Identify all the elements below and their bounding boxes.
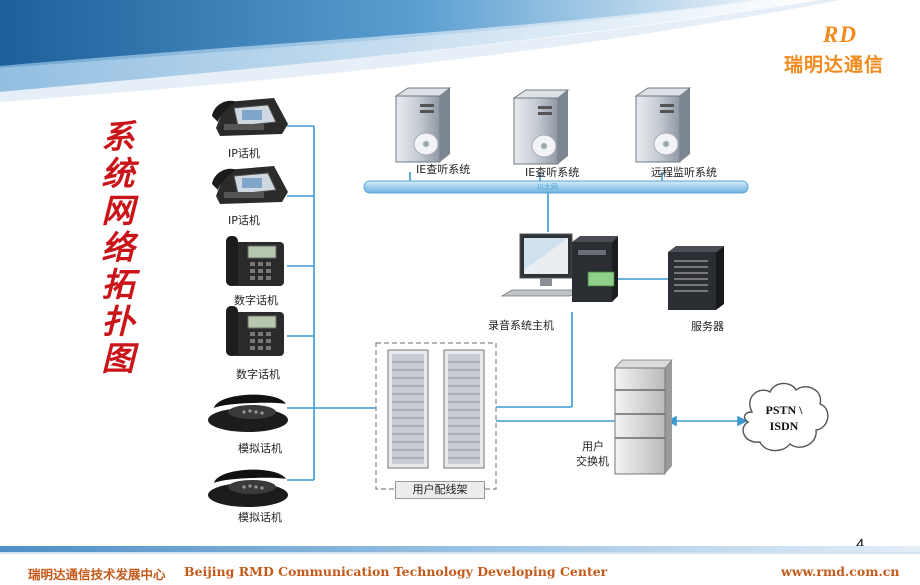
server-tower-icon bbox=[635, 87, 691, 163]
digital-phone-icon bbox=[225, 235, 285, 287]
server-label: IE查听系统 bbox=[416, 163, 471, 176]
distribution-frame-label: 用户配线架 bbox=[395, 481, 485, 499]
ethernet-label: 以太网 bbox=[537, 183, 558, 191]
brand-logo: RD bbox=[823, 22, 857, 47]
phone-label: 模拟话机 bbox=[238, 442, 282, 455]
server-icon bbox=[668, 246, 724, 310]
digital-phone-icon bbox=[225, 305, 285, 357]
pbx-cabinet-icon bbox=[614, 359, 673, 475]
pbx-label-line2: 交换机 bbox=[576, 455, 609, 468]
phone-label: 数字话机 bbox=[236, 368, 280, 381]
footer-url: www.rmd.com.cn bbox=[781, 564, 900, 579]
title-char: 络 bbox=[101, 228, 135, 267]
phone-label: IP话机 bbox=[228, 147, 260, 160]
title-char: 网 bbox=[101, 191, 135, 230]
rack-icon bbox=[443, 349, 485, 469]
page-title: 系 统 网 络 拓 扑 图 bbox=[98, 118, 138, 377]
recording-host-icon bbox=[500, 233, 618, 302]
analog-phone-icon bbox=[208, 394, 288, 432]
pbx-label-line1: 用户 bbox=[582, 440, 604, 453]
footer-en: Beijing RMD Communication Technology Dev… bbox=[184, 564, 608, 579]
analog-phone-icon bbox=[208, 469, 288, 507]
footer-cn: 瑞明达通信技术发展中心 bbox=[28, 567, 166, 582]
pstn-line2: ISDN bbox=[769, 419, 799, 433]
phone-label: 模拟话机 bbox=[238, 511, 282, 524]
server-label: IE查听系统 bbox=[525, 166, 580, 179]
title-char: 统 bbox=[101, 154, 135, 193]
title-char: 系 bbox=[101, 117, 135, 156]
pstn-line1: PSTN \ bbox=[765, 403, 803, 417]
page-number: 4 bbox=[856, 536, 865, 553]
pstn-label: PSTN \ ISDN bbox=[759, 402, 809, 434]
title-char: 图 bbox=[101, 339, 135, 378]
rack-icon bbox=[387, 349, 429, 469]
ip-phone-icon bbox=[211, 97, 289, 137]
server-label: 服务器 bbox=[691, 320, 724, 333]
pstn-cloud-icon bbox=[742, 382, 829, 452]
distribution-frame-box bbox=[375, 342, 497, 490]
phone-label: IP话机 bbox=[228, 214, 260, 227]
server-tower-icon bbox=[513, 89, 569, 165]
ethernet-bus bbox=[363, 180, 749, 194]
footer-band bbox=[0, 546, 920, 554]
title-char: 扑 bbox=[101, 302, 135, 341]
header-swoosh bbox=[0, 0, 920, 110]
server-label: 远程监听系统 bbox=[651, 166, 717, 179]
server-tower-icon bbox=[395, 87, 451, 163]
recording-host-label: 录音系统主机 bbox=[488, 319, 554, 332]
ip-phone-icon bbox=[211, 165, 289, 205]
title-char: 拓 bbox=[101, 265, 135, 304]
phone-label: 数字话机 bbox=[234, 294, 278, 307]
brand-name: 瑞明达通信 bbox=[784, 54, 885, 76]
